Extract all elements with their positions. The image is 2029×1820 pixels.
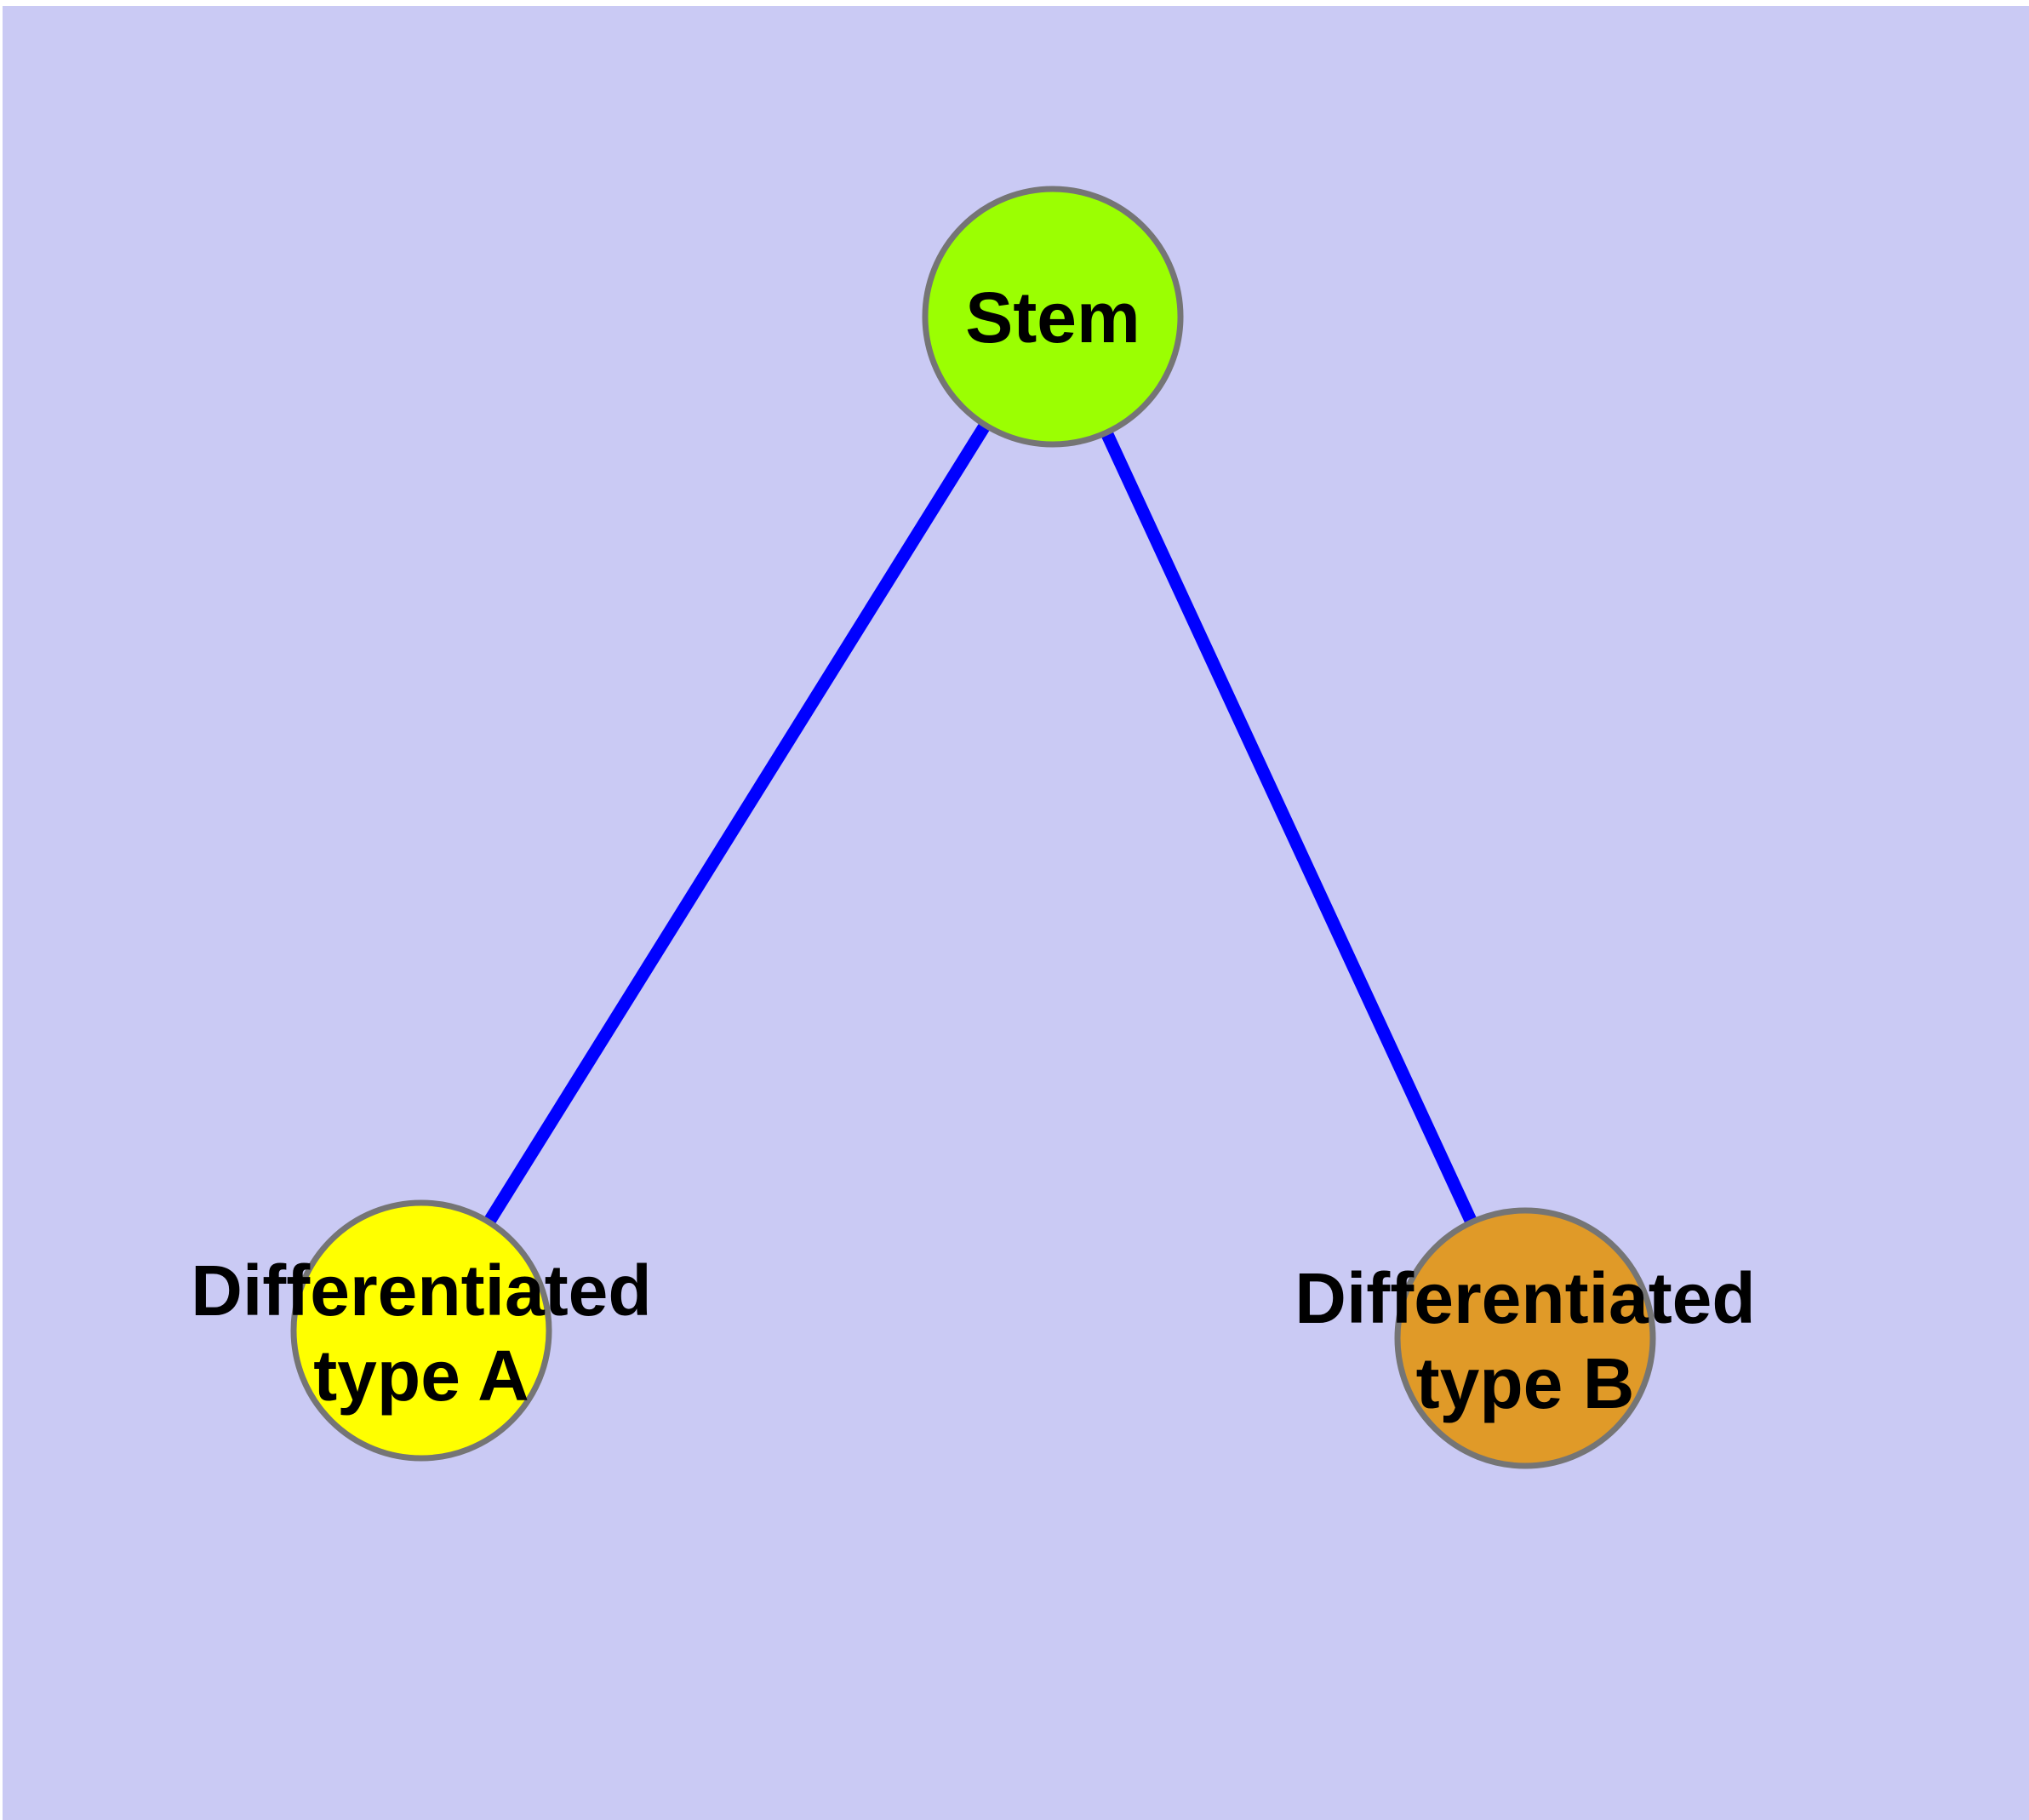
node-stem-label: Stem (965, 278, 1140, 358)
edge-stem-to-type-b (1047, 313, 1531, 1342)
node-stem (922, 186, 1184, 448)
edge-stem-to-type-a (415, 313, 1059, 1334)
node-type-a-label-line1: Differentiated (191, 1251, 651, 1331)
node-type-b-label-line2: type B (1416, 1343, 1635, 1423)
node-type-a-label-line2: type A (313, 1336, 529, 1416)
node-differentiated-type-a (290, 1199, 552, 1462)
node-differentiated-type-b (1394, 1207, 1656, 1469)
node-type-b-label-line1: Differentiated (1295, 1258, 1755, 1338)
